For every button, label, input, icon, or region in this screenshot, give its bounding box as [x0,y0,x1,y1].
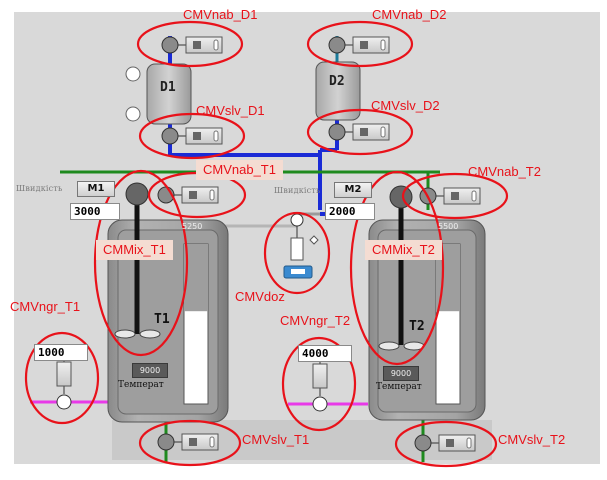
t1-label: T1 [154,312,170,327]
annotation-mix-t1: CMMix_T1 [96,240,173,260]
valve-cmvnab-d1[interactable] [161,36,223,54]
ellipse-slv-t1 [138,419,242,467]
temp-display-t2: 9000 [383,366,419,381]
panel-background [14,12,600,464]
ellipse-ngr-t2 [281,336,357,432]
t2-label: T2 [409,319,425,334]
annotation-ngr-t2: CMVngr_T2 [280,313,351,328]
ellipse-nab-t2 [401,172,509,220]
speed-input-1[interactable]: 3000 [70,203,120,220]
ngr-input-t1[interactable]: 1000 [34,344,88,361]
ellipse-mix-t1 [93,169,189,357]
temp-label-t2: Температ [376,382,422,392]
speed-input-2[interactable]: 2000 [325,203,375,220]
ellipse-nab-d2 [306,20,414,68]
doser-d2[interactable] [315,61,361,121]
d1-indicator-top [125,66,141,82]
valve-cmvnab-t1[interactable] [157,186,219,204]
ngr-input-t2[interactable]: 4000 [298,345,352,362]
tank-t1-empty-space [184,244,208,312]
valve-cmvslv-d2[interactable] [328,123,390,141]
valve-cmvnab-t2[interactable] [419,187,481,205]
ellipse-slv-d2 [306,108,414,156]
valve-cmvslv-t2[interactable] [414,434,476,452]
annotation-slv-t2: CMVslv_T2 [498,432,566,447]
valve-cmvnab-d2[interactable] [328,36,390,54]
annotation-nab-d2: CMVnab_D2 [372,7,447,22]
ellipse-slv-t2 [394,420,498,468]
ellipse-ngr-t1 [24,331,100,425]
annotation-slv-d1: CMVslv_D1 [196,103,265,118]
motor-m1-button[interactable]: M1 [77,181,115,197]
valve-cmvslv-t1[interactable] [157,433,219,451]
valve-cmvngr-t1[interactable] [56,358,72,410]
temp-display-t1: 9000 [132,363,168,378]
annotation-nab-t2: CMVnab_T2 [468,164,541,179]
ellipse-doz [263,211,331,295]
valve-cmvdoz[interactable] [283,213,319,279]
speed-label-1: Швидкість [16,184,63,193]
annotation-slv-t1: CMVslv_T1 [242,432,310,447]
d2-label: D2 [329,74,345,89]
valve-cmvngr-t2[interactable] [312,360,328,412]
ellipse-slv-d1 [138,112,246,160]
temp-label-t1: Температ [118,380,164,390]
annotation-mix-t2: CMMix_T2 [365,240,442,260]
annotation-nab-d1: CMVnab_D1 [183,7,258,22]
d1-label: D1 [160,80,176,95]
tank-t1-level-value: 5250 [182,222,203,231]
valve-cmvslv-d1[interactable] [161,127,223,145]
speed-label-2: Швидкість [274,186,321,195]
d1-indicator-bottom [125,106,141,122]
motor-m2-button[interactable]: M2 [334,182,372,198]
annotation-slv-d2: CMVslv_D2 [371,98,440,113]
tank-t2-level-value: 5500 [438,222,459,231]
ellipse-mix-t2 [349,170,445,366]
annotation-ngr-t1: CMVngr_T1 [10,299,81,314]
ellipse-nab-d1 [136,20,244,68]
mixer-t1[interactable] [114,182,161,339]
annotation-nab-t1: CMVnab_T1 [196,160,283,180]
annotation-doz: CMVdoz [235,289,285,304]
